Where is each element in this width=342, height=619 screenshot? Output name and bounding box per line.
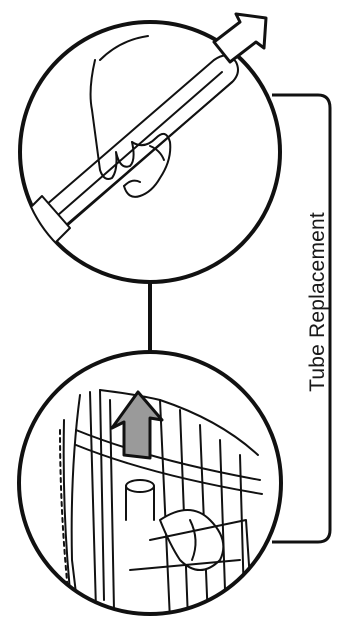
tube-replacement-label: Tube Replacement — [306, 212, 330, 392]
bottom-detail-circle — [19, 352, 281, 619]
top-detail-circle — [14, 14, 280, 282]
